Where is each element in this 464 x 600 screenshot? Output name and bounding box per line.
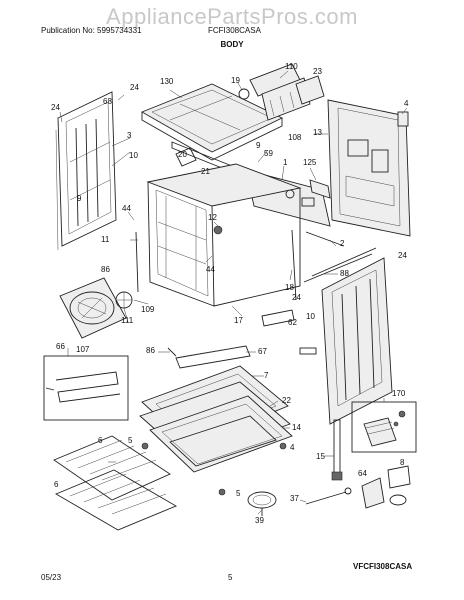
callout: 24 <box>292 293 301 302</box>
callout: 9 <box>77 194 82 203</box>
side-trims <box>135 229 345 301</box>
kit-170 <box>351 401 417 453</box>
callout: 24 <box>398 251 407 260</box>
callout: 7 <box>264 371 269 380</box>
meat-probe <box>305 487 352 505</box>
callout: 24 <box>51 103 60 112</box>
callout: 17 <box>234 316 243 325</box>
callout: 37 <box>290 494 299 503</box>
callout: 109 <box>141 305 155 314</box>
callout: 88 <box>340 269 349 278</box>
convection-fan <box>59 277 133 339</box>
callout: 170 <box>392 389 406 398</box>
door-lock <box>361 465 411 509</box>
callout: 20 <box>178 150 187 159</box>
wire-coil <box>247 491 277 516</box>
callout: 11 <box>101 235 110 244</box>
oven-racks <box>53 435 178 531</box>
oven-bottom <box>139 365 293 473</box>
callout: 59 <box>264 149 273 158</box>
diagram-code: VFCFI308CASA <box>353 562 413 571</box>
callout: 5 <box>236 489 241 498</box>
cooling-fan-assembly <box>238 63 325 121</box>
callout: 39 <box>255 516 264 525</box>
callout: 2 <box>340 239 345 248</box>
callout: 14 <box>292 423 301 432</box>
callout: 3 <box>127 131 132 140</box>
callout: 6 <box>98 436 103 445</box>
callout: 44 <box>122 204 131 213</box>
callout: 18 <box>285 283 294 292</box>
callout: 86 <box>146 346 155 355</box>
callout: 64 <box>358 469 367 478</box>
callout-labels: 130 19 110 23 24 24 68 3 10 108 13 4 20 … <box>51 62 409 525</box>
screws <box>141 442 287 496</box>
model-number: FCFI308CASA <box>208 26 261 35</box>
page-number: 5 <box>228 573 233 582</box>
callout: 125 <box>303 158 317 167</box>
callout: 4 <box>290 443 295 452</box>
callout: 110 <box>285 62 298 71</box>
callout: 19 <box>231 76 240 85</box>
callout: 24 <box>130 83 139 92</box>
callout: 10 <box>306 312 315 321</box>
callout: 67 <box>258 347 267 356</box>
callout: 66 <box>56 342 65 351</box>
callout: 107 <box>76 345 90 354</box>
callout: 5 <box>128 436 133 445</box>
watermark: AppliancePartsPros.com <box>106 4 358 29</box>
bake-element <box>167 345 251 369</box>
callout: 6 <box>54 480 59 489</box>
callout: 68 <box>103 97 112 106</box>
callout: 111 <box>121 316 134 325</box>
top-cover <box>140 83 284 161</box>
oven-cavity <box>146 163 302 307</box>
left-side-panel <box>55 91 117 251</box>
oven-door <box>303 247 393 425</box>
callout: 21 <box>201 167 210 176</box>
callout: 23 <box>313 67 322 76</box>
door-hinge <box>261 309 317 355</box>
callout: 130 <box>160 77 174 86</box>
temperature-sensor <box>331 419 343 481</box>
revision-date: 05/23 <box>41 573 62 582</box>
callout: 108 <box>288 133 302 142</box>
leader-lines <box>59 70 408 515</box>
broil-element <box>43 355 129 421</box>
callout: 15 <box>316 452 325 461</box>
callout: 13 <box>313 128 322 137</box>
publication-number: Publication No: 5995734331 <box>41 26 142 35</box>
callout: 44 <box>206 265 215 274</box>
rear-panel <box>327 99 411 237</box>
callout: 9 <box>256 141 261 150</box>
callout: 10 <box>129 151 138 160</box>
callout: 8 <box>400 458 405 467</box>
section-title: BODY <box>220 40 244 49</box>
callout: 1 <box>283 158 288 167</box>
callout: 86 <box>101 265 110 274</box>
callout: 22 <box>282 396 291 405</box>
callout: 12 <box>208 213 217 222</box>
callout: 4 <box>404 99 409 108</box>
callout: 62 <box>288 318 297 327</box>
